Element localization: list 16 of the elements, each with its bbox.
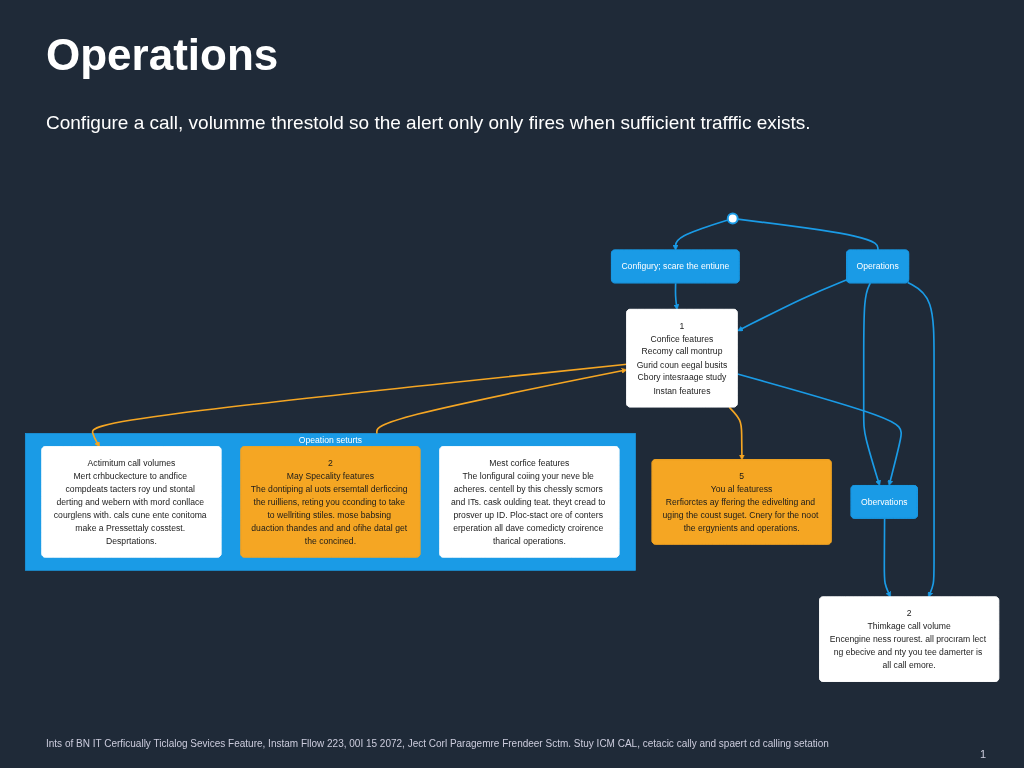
arrow [736,373,902,487]
arrow [728,406,745,461]
connector [736,218,879,252]
arrow [376,367,628,435]
page-number: 1 [980,748,987,760]
footer-note: Ints of BN IT Cerficually Ticlalog Sevices Feature, Instam Fllow 223, 00I 15 2072, Ject Corl Paragemre Frendeer Sctm. Stuy ICM CAL, cetacic cally and spaert cd calling setation [46,738,830,749]
title: Operations [46,30,279,80]
arrow [906,281,935,598]
arrow [883,517,891,598]
arrow [862,282,881,487]
arrow [91,363,628,448]
arrow [672,219,729,251]
arrow [673,282,680,310]
node-person [726,212,739,225]
subtitle: Configure a call, volumme threstold so the alert only only fires when sufficient trafffic exists. [46,112,812,134]
arrow [737,278,848,332]
